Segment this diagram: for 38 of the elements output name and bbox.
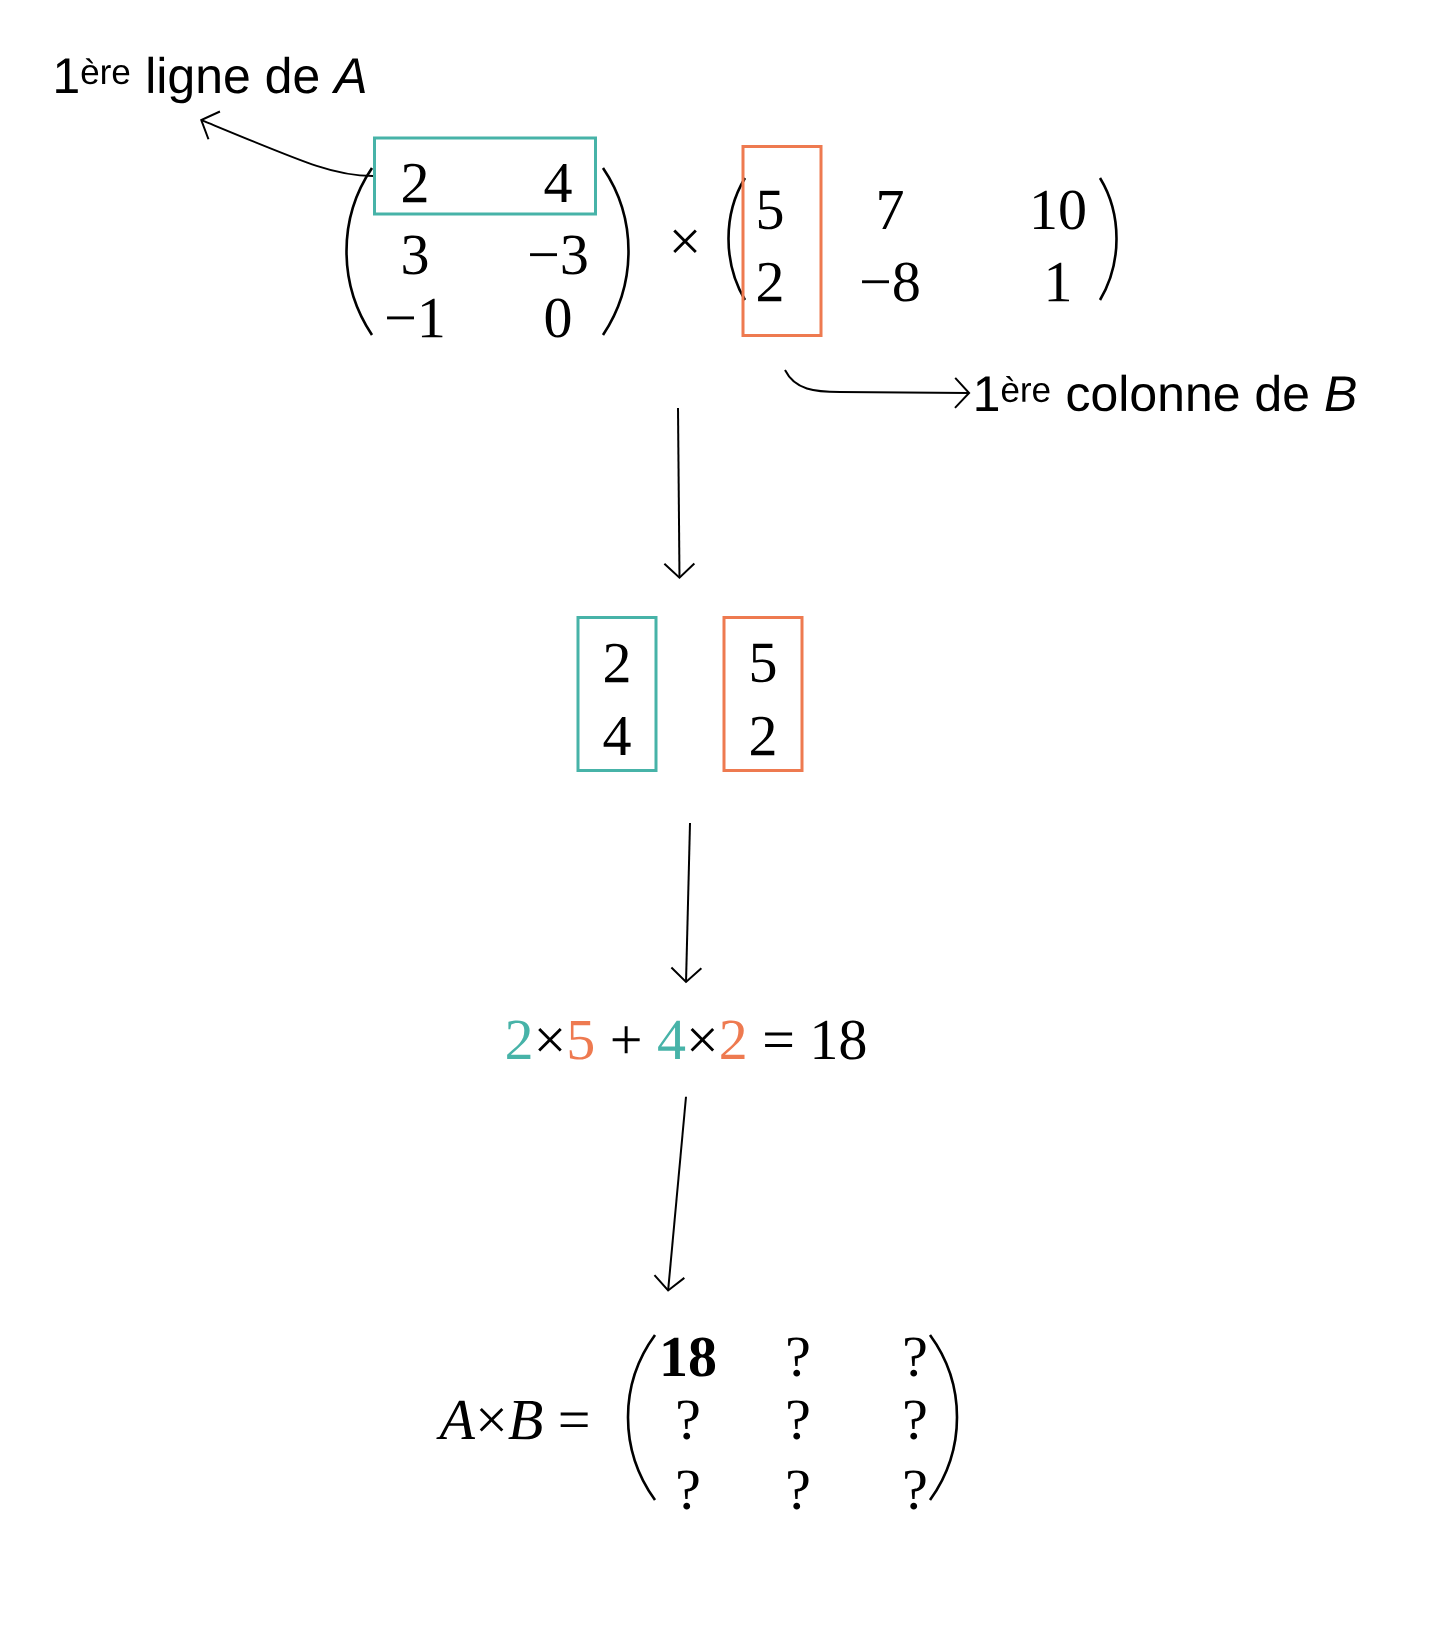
- arrow: [784, 369, 971, 409]
- arrow: [200, 110, 374, 177]
- matrix-entry: −1: [387, 298, 443, 338]
- matrix-entry: ?: [905, 1400, 926, 1440]
- matrix-entry: 7: [879, 191, 903, 229]
- number: 2: [605, 643, 629, 683]
- matrix-entry: ?: [678, 1400, 699, 1440]
- matrix-entry: ?: [788, 1470, 809, 1510]
- matrix-entry: ?: [788, 1400, 809, 1440]
- equation: 2×5 + 4×2 = 18: [507, 1020, 866, 1060]
- matrix-label: A×B =: [436, 1400, 588, 1440]
- matrix-entry: 1: [1048, 262, 1069, 302]
- annotation-label: 1$^{ère}$ colonne de B: [976, 374, 1356, 412]
- matrix-entry: 4: [544, 163, 572, 203]
- number: 5: [751, 643, 776, 683]
- matrix-entry: 2: [403, 163, 427, 203]
- column-highlight-box: [741, 145, 823, 337]
- column-box: [576, 616, 658, 772]
- arrow: [653, 1095, 687, 1292]
- arrow: [663, 407, 696, 579]
- number: 2: [751, 716, 775, 756]
- column-box: [722, 616, 804, 772]
- matrix-entry: 18: [663, 1337, 716, 1377]
- result-matrix: [436, 1334, 959, 1510]
- multiplication-sign: ×: [673, 229, 697, 254]
- matrix-entry: −3: [530, 235, 587, 275]
- matrix-entry: 0: [545, 298, 571, 338]
- matrix-entry: 5: [758, 190, 783, 230]
- matrix-entry: 10: [1034, 190, 1085, 230]
- annotation-label: 1$^{ère}$ ligne de A: [56, 56, 365, 104]
- row-highlight-box: [373, 136, 597, 216]
- matrix-entry: ?: [788, 1337, 809, 1377]
- number: 4: [603, 716, 631, 756]
- arrow: [670, 822, 703, 984]
- matrix-entry: 2: [758, 262, 782, 302]
- matrix-entry: ?: [905, 1337, 926, 1377]
- matrix-entry: ?: [905, 1470, 926, 1510]
- matrix-entry: ?: [678, 1470, 699, 1510]
